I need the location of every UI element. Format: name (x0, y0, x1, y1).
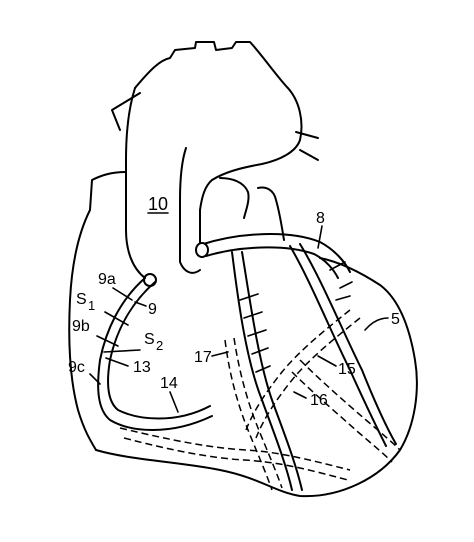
right-coronary-artery-inner (107, 281, 211, 420)
leader-15 (317, 355, 337, 367)
vessel-branch-left (111, 92, 141, 131)
dashed-vein-17b (233, 337, 283, 489)
leader-5 (364, 317, 389, 331)
dashed-vein-bottom-b (123, 437, 349, 481)
leader-8 (317, 225, 323, 249)
leader-13 (105, 357, 129, 367)
label-13: 13 (133, 359, 151, 376)
pulmonary-trunk-outline (219, 177, 285, 241)
leader-s1 (104, 311, 129, 326)
label-9b: 9b (72, 318, 90, 335)
dashed-vein-16 (299, 359, 401, 451)
circumflex-artery (289, 245, 387, 447)
septal-branches (239, 293, 271, 373)
circumflex-artery-inner (299, 243, 397, 445)
label-9a: 9a (98, 271, 116, 288)
label-17: 17 (194, 349, 212, 366)
lad-artery (231, 251, 293, 491)
label-s2-sub: 2 (156, 338, 163, 353)
aorta-inner-outline (125, 87, 146, 279)
leader-s2 (103, 349, 141, 353)
leader-9b (96, 335, 119, 347)
label-s2: S (144, 331, 155, 348)
vessel-branch-right (295, 131, 319, 161)
dashed-vein-15b (255, 317, 361, 439)
leader-9 (134, 301, 147, 307)
label-9c: 9c (68, 359, 85, 376)
left-main-artery-inner (205, 246, 339, 279)
leader-9c (89, 373, 101, 385)
label-s1-sub: 1 (88, 298, 95, 313)
heart-lower-outline (95, 257, 418, 498)
right-atrium-outline (68, 171, 127, 451)
leader-16 (293, 391, 307, 399)
label-9: 9 (148, 301, 157, 318)
dashed-vein-16b (291, 371, 393, 463)
label-16: 16 (310, 392, 328, 409)
leader-17 (211, 351, 229, 357)
dashed-vein-15 (245, 309, 351, 431)
dashed-vein-17 (224, 339, 273, 491)
dashed-vein-bottom (119, 427, 351, 471)
lad-artery-inner (241, 251, 303, 491)
left-main-artery (199, 233, 351, 273)
leader-9a (112, 287, 133, 301)
right-coronary-artery (97, 277, 213, 431)
label-15: 15 (338, 361, 356, 378)
label-5: 5 (391, 311, 400, 328)
right-coronary-ostium (143, 273, 157, 287)
aortic-trunk-right (179, 147, 201, 274)
label-10: 10 (148, 194, 168, 214)
leader-14 (169, 391, 179, 413)
aortic-root-node (195, 242, 209, 258)
diagonal-branches (329, 261, 353, 301)
label-14: 14 (160, 375, 178, 392)
label-8: 8 (316, 210, 325, 227)
aortic-arch-outline (134, 41, 303, 246)
label-s1: S (76, 291, 87, 308)
